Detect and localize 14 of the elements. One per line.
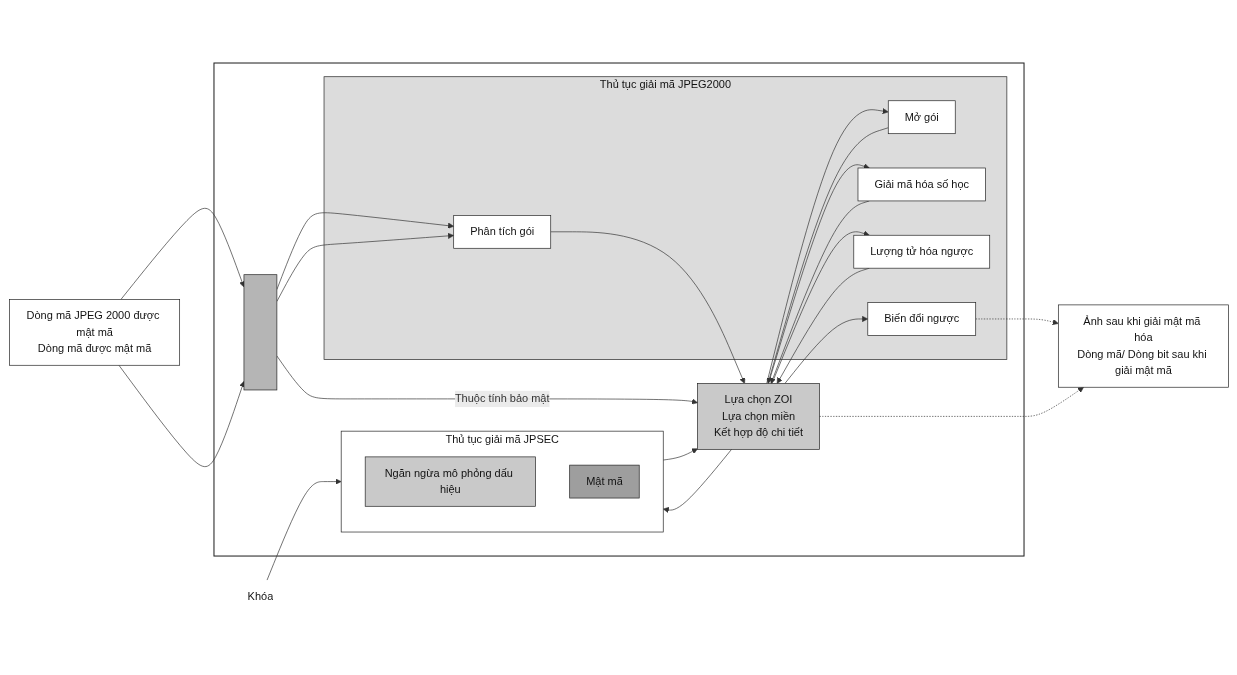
node-box: Mở gói: [887, 99, 956, 134]
node-box: Ngăn ngừa mô phỏng dấu hiệu: [364, 456, 536, 507]
node-box: Mật mã: [568, 464, 640, 498]
edge-label: Thuộc tính bảo mật: [454, 392, 550, 404]
node-box: Lượng tử hóa ngược: [852, 234, 990, 269]
node-bar: [243, 273, 277, 390]
cluster: [212, 62, 1025, 557]
node-box: Biến đổi ngược: [866, 301, 976, 336]
node-box: Giải mã hóa số học: [857, 167, 986, 201]
node-box: Dòng mã JPEG 2000 được mật mã Dòng mã được mật mã: [8, 298, 180, 366]
node-box: Lựa chọn ZOI Lựa chọn miền Kết hợp độ chi tiết: [696, 382, 820, 450]
node-text: Khóa: [247, 589, 273, 602]
node-box: Ảnh sau khi giải mật mã hóa Dòng mã/ Dòng bit sau khi giải mật mã: [1057, 304, 1229, 388]
node-box: Phân tích gói: [452, 214, 551, 249]
